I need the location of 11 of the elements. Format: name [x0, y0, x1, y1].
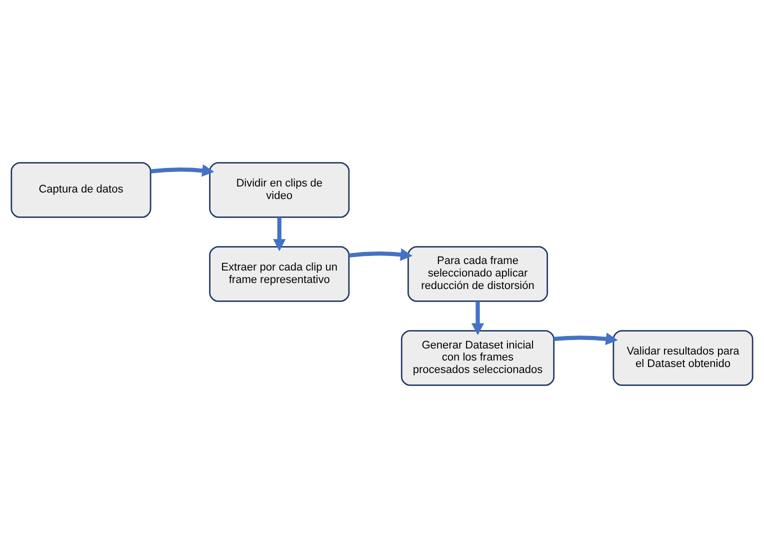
arrow — [348, 248, 413, 261]
node-box: Para cada frame seleccionado aplicar reducción de distorsión — [407, 246, 548, 302]
arrow — [273, 217, 286, 252]
arrow — [150, 164, 214, 177]
node-box: Generar Dataset inicial con los frames procesados seleccionados — [400, 330, 555, 386]
node-box: Captura de datos — [10, 162, 152, 218]
node-box: Dividir en clips de video — [209, 162, 350, 218]
node-box: Validar resultados para el Dataset obtenido — [612, 330, 754, 386]
node-box: Extraer por cada clip un frame representativo — [209, 246, 350, 302]
arrow — [554, 332, 618, 346]
arrow — [471, 301, 484, 336]
